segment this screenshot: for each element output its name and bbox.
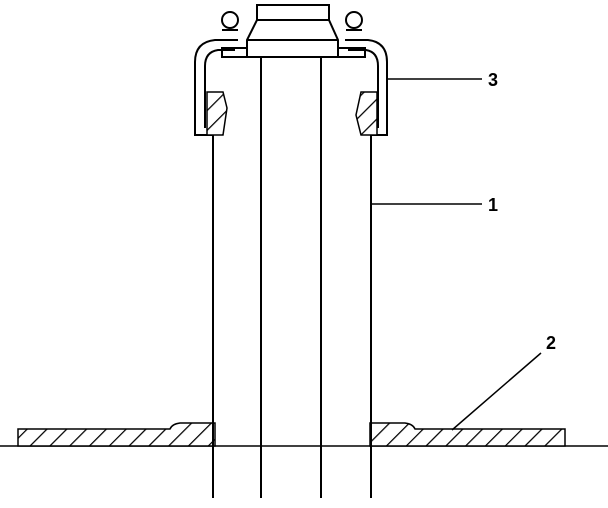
leader-line-2 bbox=[451, 352, 542, 431]
seal-lips bbox=[194, 39, 388, 136]
top-cap bbox=[221, 4, 366, 58]
callout-3-label: 3 bbox=[488, 70, 498, 90]
callout-1-label: 1 bbox=[488, 195, 498, 215]
shaft-tube bbox=[212, 57, 372, 498]
seal-lip-hatch bbox=[206, 91, 378, 136]
hatched-ring bbox=[17, 422, 566, 447]
spring-balls bbox=[221, 11, 363, 31]
leader-lines bbox=[371, 78, 542, 431]
callout-2-label: 2 bbox=[546, 333, 556, 353]
